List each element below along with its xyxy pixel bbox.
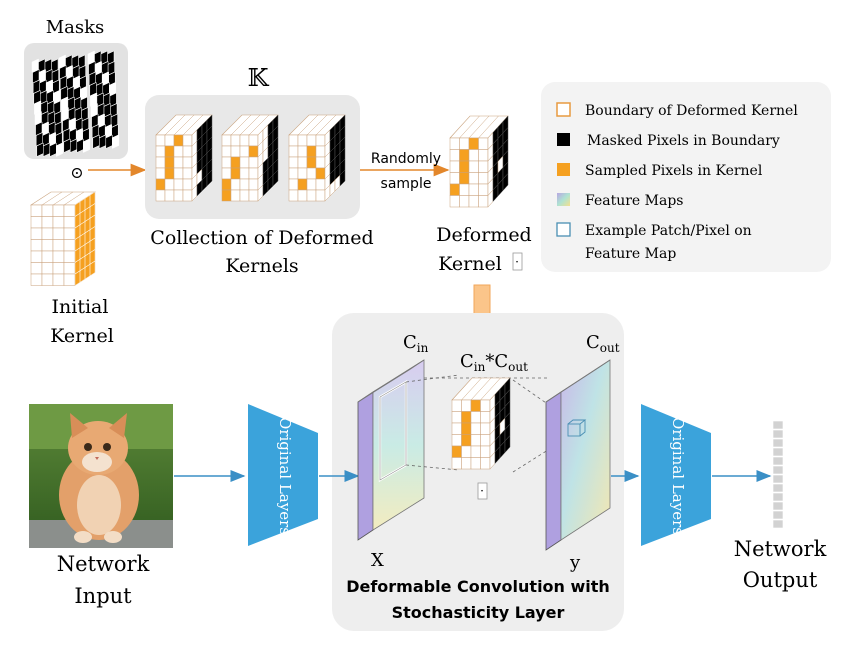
- legend-item-patch-line2: Feature Map: [585, 246, 676, 262]
- random-sample-label-line1: Randomly: [371, 151, 441, 167]
- feature-map-y: [545, 359, 611, 551]
- orange-outline-square-icon: [556, 102, 571, 117]
- example-pixel-icon: [567, 419, 587, 437]
- legend-item-boundary: Boundary of Deformed Kernel: [585, 103, 798, 119]
- y-label: y: [569, 552, 581, 573]
- network-output-vector: [772, 420, 784, 529]
- initial-kernel-label-line2: Kernel: [50, 325, 114, 347]
- feature-map-x: [357, 359, 425, 541]
- cout-label: Cout: [586, 332, 620, 355]
- conv-block-title-line1: Deformable Convolution with: [346, 577, 610, 596]
- original-layers-label-2: Original Layers: [669, 417, 687, 535]
- deformed-kernels-collection: [155, 114, 346, 202]
- gradient-square-icon: [557, 193, 570, 206]
- original-layers-block-2: [641, 404, 711, 546]
- deformed-kernel-cube: [449, 115, 509, 208]
- legend-panel: [541, 82, 831, 272]
- legend-item-sampled: Sampled Pixels in Kernel: [585, 163, 763, 179]
- deformed-kernel-label-line1: Deformed: [436, 224, 531, 246]
- orange-square-icon: [557, 163, 570, 176]
- network-output-label-line2: Output: [743, 568, 818, 592]
- cin-label: Cin: [403, 332, 429, 355]
- hadamard-product-symbol: ⊙: [70, 163, 83, 182]
- x-label: X: [371, 550, 384, 571]
- legend-item-patch: Example Patch/Pixel on: [585, 223, 752, 239]
- masks-pattern: [31, 50, 120, 157]
- conv-kernel-cube: [451, 377, 511, 470]
- blue-outline-square-icon: [556, 222, 571, 237]
- deformed-kernel-label-line2: Kernel: [438, 253, 502, 275]
- legend: Boundary of Deformed Kernel Masked Pixel…: [556, 102, 798, 262]
- deformed-kernel-marker-box: [512, 252, 523, 271]
- legend-item-feature-maps: Feature Maps: [585, 193, 683, 209]
- original-layers-block-1: [248, 404, 318, 546]
- random-sample-label-line2: sample: [381, 176, 432, 192]
- network-input-label-line1: Network: [57, 552, 150, 576]
- network-input-label-line2: Input: [74, 584, 132, 608]
- original-layers-label-1: Original Layers: [276, 417, 294, 535]
- initial-kernel-label-line1: Initial: [52, 296, 109, 318]
- network-output-label-line1: Network: [734, 537, 827, 561]
- black-square-icon: [557, 133, 570, 146]
- cin-cout-label: Cin*Cout: [460, 351, 528, 374]
- deformed-kernel-marker: ·: [515, 255, 519, 269]
- conv-kernel-marker: ·: [480, 484, 484, 498]
- conv-kernel-marker-box: [477, 482, 488, 500]
- collection-label-line2: Kernels: [225, 255, 298, 277]
- network-input-image: [29, 404, 173, 548]
- conv-block-title-line2: Stochasticity Layer: [392, 603, 565, 622]
- masks-title: Masks: [46, 17, 105, 38]
- legend-item-masked: Masked Pixels in Boundary: [587, 133, 780, 149]
- collection-label-line1: Collection of Deformed: [150, 227, 373, 249]
- initial-kernel-cube: [29, 191, 97, 286]
- kernel-set-symbol: 𝕂: [248, 64, 270, 92]
